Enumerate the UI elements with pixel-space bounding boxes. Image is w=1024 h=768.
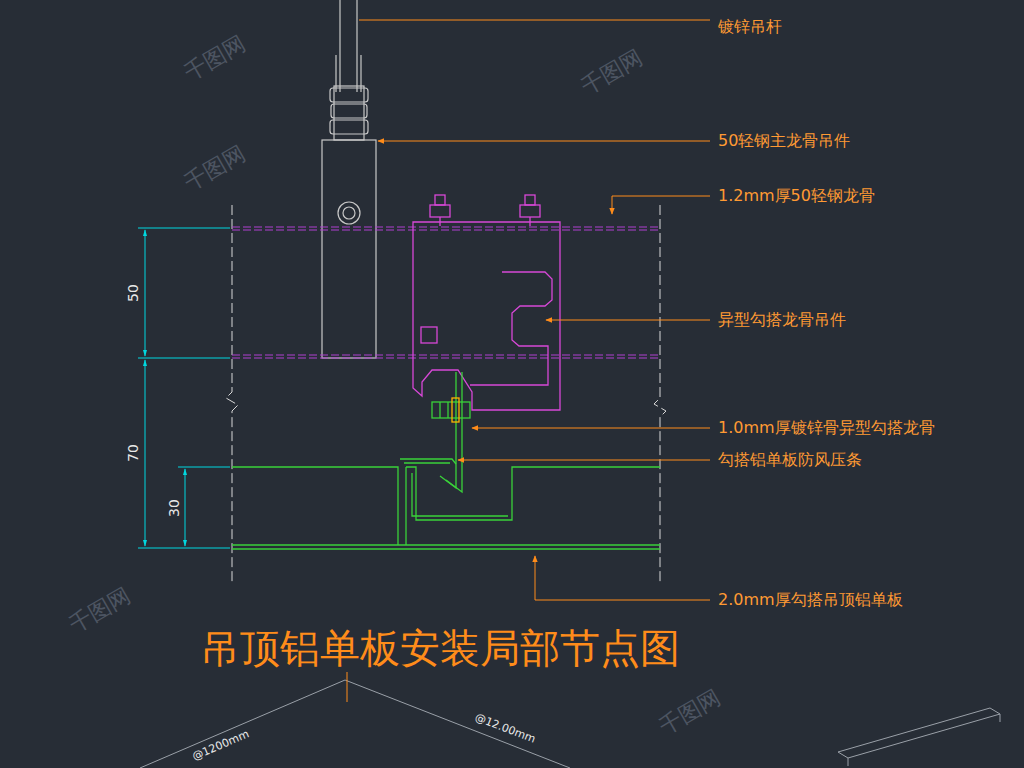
partial-plan [347,672,348,702]
dimension-line [145,230,146,356]
steel-channel [232,357,660,358]
leader-line [458,460,710,461]
hook-clip [439,217,440,226]
channel-hanger [343,207,355,219]
hanging-rod [331,104,367,118]
hook-clip [413,195,560,410]
aluminium-panel [404,462,450,463]
dimension-line [138,228,230,548]
dimension-text: 30 [166,499,182,517]
part-label: 镀锌吊杆 [718,18,782,36]
leader-line [612,196,710,214]
aluminium-panel [232,544,660,545]
steel-channel [232,226,660,227]
partial-plan [140,672,1000,768]
leader-line [472,428,710,429]
hook-clip [421,327,437,343]
dimension-text: 70 [125,444,141,462]
drawing-title: 吊顶铝单板安装局部节点图 [200,625,680,671]
watermark: 千图网 [655,685,725,740]
aluminium-panel [405,467,406,545]
hook-clip [520,205,540,217]
leader-line [359,20,710,21]
watermark: 千图网 [65,583,135,638]
watermark: 千图网 [577,45,647,100]
part-label: 1.2mm厚50轻钢龙骨 [718,187,875,205]
channel-hanger [334,86,364,140]
hanging-rod [330,120,368,134]
dimension-text: 50 [125,284,141,302]
channel-hanger [322,86,376,358]
part-label: 50轻钢主龙骨吊件 [718,132,850,150]
aluminium-panel [412,473,508,516]
dimension-line [138,228,230,229]
hook-keel [432,372,470,492]
leader-line [546,320,710,321]
bolt-washer [452,398,459,422]
hook-keel [440,372,456,488]
hook-keel [446,372,462,492]
hook-keel [447,402,448,418]
part-label: 2.0mm厚勾搭吊顶铝单板 [718,591,903,609]
channel-hanger [322,140,376,358]
aluminium-panel [232,459,660,549]
part-label: 勾搭铝单板防风压条 [718,451,862,469]
channel-hanger [338,202,360,224]
dimension-line [178,467,230,468]
dimension-text: @12.00mm [473,712,537,747]
steel-channel [232,354,660,355]
hanging-rod [339,0,340,92]
hook-clip [525,195,535,205]
leader-line [359,20,710,600]
break-line [226,205,666,582]
hook-clip [435,195,445,205]
partial-plan [345,680,570,768]
part-label: 1.0mm厚镀锌骨异型勾搭龙骨 [718,419,935,437]
partial-plan [838,708,1000,758]
partial-plan [848,714,1000,766]
watermark: 千图网 [180,141,250,196]
aluminium-panel [232,467,398,545]
hanging-rod [330,88,368,102]
hook-clip [413,222,560,410]
hanging-rod [356,0,357,92]
partial-plan [140,680,345,768]
hook-clip [470,272,552,385]
steel-channel [232,227,660,358]
part-label: 异型勾搭龙骨吊件 [718,311,846,329]
bolt-washer [452,398,459,422]
leader-line [535,556,710,600]
break-line [654,205,666,582]
watermark: 千图网 [180,31,250,86]
hook-keel [439,402,440,418]
hook-clip [430,205,450,217]
break-line [226,205,238,582]
aluminium-panel [406,467,660,520]
dimension-line [185,469,186,546]
steel-channel [232,229,660,230]
hook-clip [529,217,530,226]
dimension-line [138,358,230,359]
aluminium-panel [232,548,660,549]
hook-keel [432,402,470,418]
dimension-line [138,548,230,549]
dimension-line [145,360,146,546]
aluminium-panel [400,459,456,464]
leader-line [378,141,710,142]
